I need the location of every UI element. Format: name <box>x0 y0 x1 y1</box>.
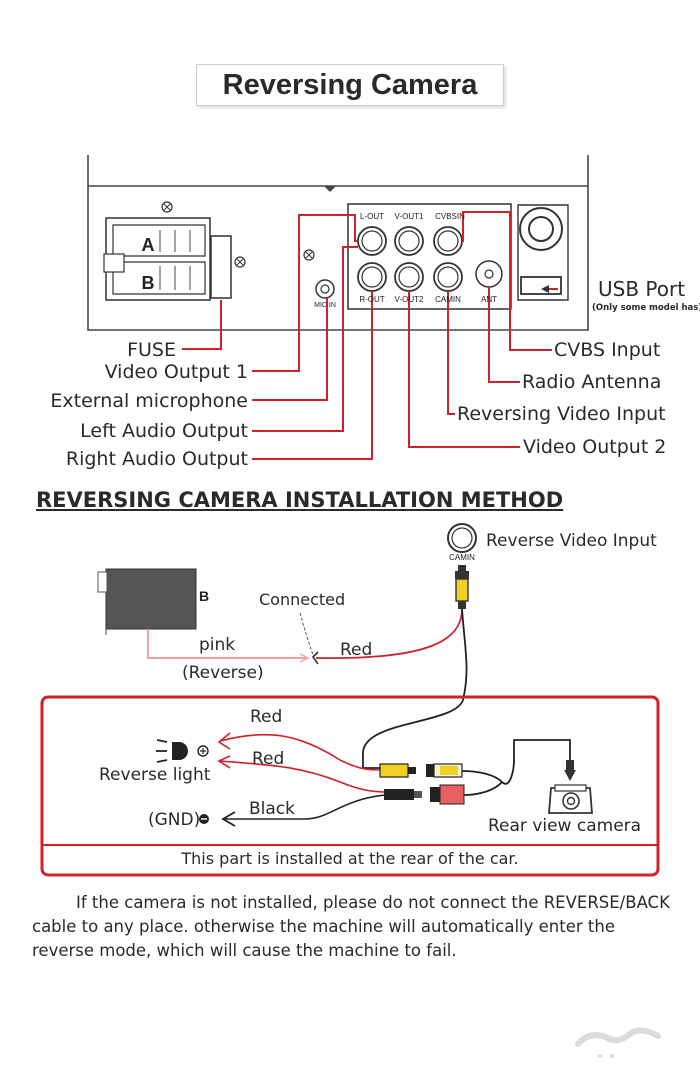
port-label-v-out1: V-OUT1 <box>395 212 424 221</box>
callout-right-audio-output: Right Audio Output <box>65 448 248 470</box>
pink-reverse-wire <box>147 629 306 659</box>
callout-lines <box>182 211 558 460</box>
callout-external-microphone: External microphone <box>50 390 248 412</box>
label-reverse: (Reverse) <box>182 663 264 683</box>
camin-port <box>447 523 477 553</box>
label-red-2: Red <box>252 749 285 769</box>
down-arrow-icon <box>564 770 576 781</box>
camera-cable <box>461 739 571 785</box>
power-rca-pair <box>384 784 465 805</box>
usb-block <box>517 204 569 301</box>
callout-video-output-2: Video Output 2 <box>523 436 667 458</box>
port-label-r-out: R-OUT <box>359 295 384 304</box>
footer-warning: If the camera is not installed, please d… <box>32 891 672 963</box>
head-unit-panel <box>87 155 589 331</box>
port-label-ant: ANT <box>481 295 497 304</box>
red-wire-to-connected <box>315 608 463 659</box>
iso-connector <box>103 201 315 301</box>
callout-left-audio-output: Left Audio Output <box>80 420 248 442</box>
port-label-mic: MIC IN <box>314 302 336 309</box>
callout-radio-antenna: Radio Antenna <box>522 371 662 393</box>
label-red-top: Red <box>340 640 373 660</box>
rear-camera-icon <box>548 784 593 814</box>
label-reverse-light: Reverse light <box>99 765 211 785</box>
page-title: Reversing Camera <box>196 64 504 106</box>
red-wire-1 <box>219 733 381 771</box>
mic-jack <box>315 279 335 299</box>
rear-install-note: This part is installed at the rear of th… <box>181 849 519 868</box>
connected-pointer <box>299 612 314 656</box>
gnd-minus-icon <box>199 814 209 824</box>
black-video-cable <box>362 608 468 769</box>
connector-b-label: B <box>199 588 209 604</box>
b-connector <box>97 568 197 635</box>
footer-warning-text: If the camera is not installed, please d… <box>32 893 670 960</box>
label-black: Black <box>249 799 295 819</box>
yellow-rca-pair <box>379 763 463 778</box>
label-gnd: (GND) <box>148 810 201 830</box>
callout-video-output-1: Video Output 1 <box>104 361 248 383</box>
watermark-logo <box>575 1027 661 1058</box>
callout-reversing-video-input: Reversing Video Input <box>457 403 666 425</box>
red-wire-2 <box>219 760 386 793</box>
camin-rca-plug <box>455 565 469 609</box>
port-label-cvbsin: CVBSIN <box>435 212 465 221</box>
callout-cvbs-input: CVBS Input <box>554 339 661 361</box>
black-ground-wire <box>225 794 386 820</box>
camin-label: CAMIN <box>449 553 475 562</box>
label-pink: pink <box>199 635 236 655</box>
reverse-light-icon <box>156 739 209 763</box>
callout-usb-port: USB Port <box>598 277 686 301</box>
port-label-camin: CAMIN <box>435 295 461 304</box>
harness-letter-a: A <box>142 235 155 255</box>
port-label-l-out: L-OUT <box>360 212 384 221</box>
label-rear-view-camera: Rear view camera <box>488 816 642 836</box>
callout-fuse: FUSE <box>127 339 176 361</box>
label-reverse-video-input: Reverse Video Input <box>486 531 657 551</box>
harness-letter-b: B <box>142 273 155 293</box>
label-red-1: Red <box>250 707 283 727</box>
label-connected: Connected <box>259 590 346 609</box>
callout-usb-note: (Only some model has) <box>592 303 700 313</box>
rear-install-box <box>40 695 660 877</box>
installation-heading: REVERSING CAMERA INSTALLATION METHOD <box>36 488 564 512</box>
port-label-v-out2: V-OUT2 <box>395 295 424 304</box>
